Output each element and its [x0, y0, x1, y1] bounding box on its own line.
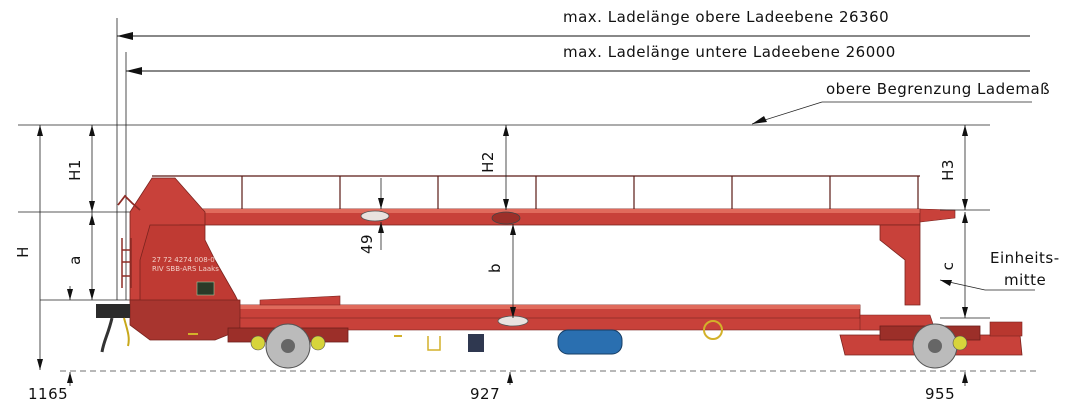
ramp-plate	[259, 295, 341, 306]
upper-deck-highlight	[150, 209, 920, 213]
lower-deck-highlight	[140, 305, 860, 309]
marking-plate	[196, 281, 215, 296]
marker-plate	[360, 210, 390, 222]
a-label: a	[66, 255, 84, 265]
h-label: H	[14, 246, 32, 258]
upper-deck-end	[919, 208, 956, 223]
lower-length-label: max. Ladelänge untere Ladeebene 26000	[563, 43, 896, 61]
upper-limit-leader: obere Begrenzung Lademaß	[751, 80, 1050, 125]
air-reservoir	[557, 329, 623, 355]
left-end-panel	[139, 224, 241, 306]
dim49-label: 49	[358, 234, 376, 254]
lower-deck-length-dimension: max. Ladelänge untere Ladeebene 26000	[126, 43, 1030, 75]
left-ladder	[121, 238, 132, 288]
brake-hose	[100, 317, 114, 353]
right-buffer	[989, 321, 1023, 337]
wheel-hub	[281, 339, 295, 353]
left-dimension-chain: H H1 a 1165	[14, 125, 160, 403]
handbrake-wheel	[703, 320, 723, 340]
h1-label: H1	[66, 159, 84, 181]
upper-length-label: max. Ladelänge obere Ladeebene 26360	[563, 8, 889, 26]
marker-plate	[491, 211, 521, 225]
left-handrail	[117, 194, 141, 211]
right-pillar	[879, 224, 921, 306]
upper-deck-railing	[152, 175, 920, 209]
marking-line-1: 27 72 4274 008-0	[152, 256, 215, 264]
unit-center-label-2: mitte	[1004, 271, 1046, 289]
right-bogie	[879, 323, 981, 369]
upper-limit-label: obere Begrenzung Lademaß	[826, 80, 1050, 98]
brake-valve	[468, 334, 484, 352]
b-label: b	[486, 263, 504, 273]
left-underframe	[129, 299, 241, 341]
brake-block	[250, 335, 266, 351]
brake-block	[952, 335, 968, 351]
brake-lever	[427, 336, 441, 351]
h3-label: H3	[939, 159, 957, 181]
c-label: c	[939, 262, 957, 271]
right-value-label: 955	[925, 385, 955, 403]
right-dimension-chain: H3 c 955 Einheits- mitte	[925, 125, 1060, 403]
mid-value-label: 927	[470, 385, 500, 403]
brake-block	[310, 335, 326, 351]
wheel-hub	[928, 339, 942, 353]
car-carrier-wagon: 27 72 4274 008-0 RIV SBB-ARS Laaks	[60, 175, 1040, 372]
h2-label: H2	[479, 151, 497, 173]
middle-dimension-chain: H2 b 927	[470, 125, 516, 403]
left-buffer	[96, 304, 130, 318]
dim-49: 49	[358, 178, 384, 254]
left-bogie	[227, 323, 349, 369]
upper-deck-length-dimension: max. Ladelänge obere Ladeebene 26360	[117, 8, 1030, 40]
unit-center-label-1: Einheits-	[990, 249, 1060, 267]
left-value-label: 1165	[28, 385, 68, 403]
marking-line-2: RIV SBB-ARS Laaks	[152, 265, 219, 273]
coupling-hose	[123, 317, 130, 347]
